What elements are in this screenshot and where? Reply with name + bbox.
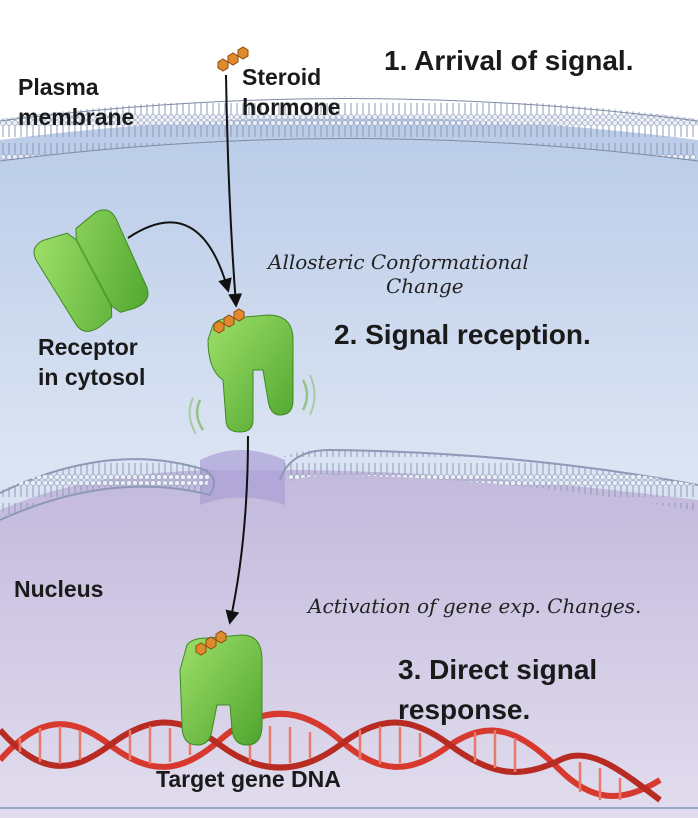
- dna-helix: [0, 710, 662, 803]
- arrow-receptor-binding: [127, 221, 232, 293]
- inactive-receptor: [33, 209, 149, 332]
- handwritten-note-line1: Allosteric Conformational: [268, 250, 529, 274]
- hormone-molecule-bound-1: [213, 308, 245, 334]
- receptor-label-line1: Receptor: [38, 334, 138, 360]
- step3-label-line1: 3. Direct signal: [398, 654, 598, 685]
- plasma-membrane-label-line2: membrane: [18, 104, 135, 130]
- steroid-hormone-label-line1: Steroid: [242, 64, 322, 90]
- nuclear-envelope-left: [0, 458, 215, 521]
- plasma-membrane-bilayer: [0, 96, 698, 161]
- handwritten-note-activation: Activation of gene exp. Changes.: [308, 594, 642, 618]
- arrow-hormone-entry: [225, 74, 243, 308]
- steroid-hormone-label: Steroid hormone: [242, 62, 340, 122]
- arrow-to-nucleus: [225, 435, 249, 625]
- step3-label: 3. Direct signal response.: [398, 650, 597, 730]
- nucleus-label: Nucleus: [14, 576, 104, 602]
- plasma-membrane-label-line1: Plasma: [18, 74, 99, 100]
- step3-label-line2: response.: [398, 694, 531, 725]
- hormone-molecule-free: [217, 46, 249, 72]
- activated-receptor: [188, 314, 316, 435]
- dna-bound-receptor: [179, 634, 263, 746]
- plasma-membrane-label: Plasma membrane: [18, 72, 134, 132]
- nuclear-pore: [200, 450, 285, 505]
- receptor-label-line2: in cytosol: [38, 364, 146, 390]
- receptor-cytosol-label: Receptor in cytosol: [38, 332, 145, 392]
- hormone-molecule-bound-2: [195, 630, 227, 656]
- handwritten-note-conformational: Allosteric Conformational Change: [268, 250, 529, 298]
- step1-label: 1. Arrival of signal.: [384, 45, 634, 76]
- handwritten-note-line2: Change: [386, 274, 464, 298]
- target-gene-dna-label: Target gene DNA: [156, 766, 341, 792]
- nucleus-interior: [0, 470, 698, 818]
- steroid-hormone-label-line2: hormone: [242, 94, 341, 120]
- step2-label: 2. Signal reception.: [334, 319, 591, 350]
